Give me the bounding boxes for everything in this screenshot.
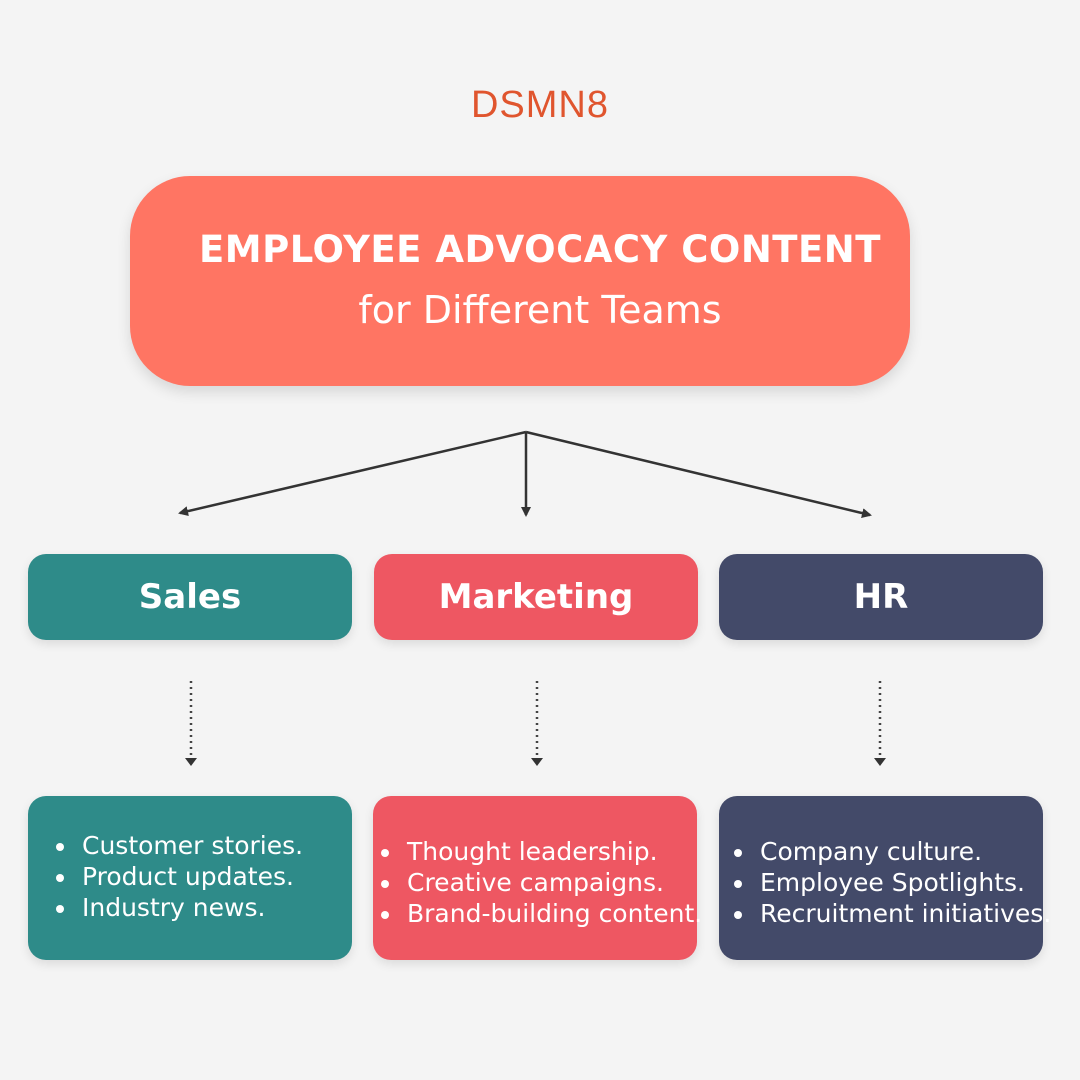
list-item: Creative campaigns. [377, 867, 702, 898]
team-hr-box: HR [719, 554, 1043, 640]
list-item: Recruitment initiatives. [730, 898, 1051, 929]
list-item: Customer stories. [52, 830, 303, 861]
arrow-to-hr [525, 430, 872, 518]
sales-content-list: Customer stories. Product updates. Indus… [52, 830, 303, 923]
hero-box [130, 176, 910, 386]
marketing-content-card: Thought leadership. Creative campaigns. … [373, 796, 702, 960]
branch-arrows [178, 430, 872, 518]
list-item: Product updates. [52, 861, 303, 892]
hr-content-list: Company culture. Employee Spotlights. Re… [730, 836, 1051, 929]
dotted-arrowheads [185, 758, 886, 766]
arrowhead-hr [874, 758, 886, 766]
list-item: Employee Spotlights. [730, 867, 1051, 898]
sales-content-card: Customer stories. Product updates. Indus… [28, 796, 352, 960]
hero-subtitle: for Different Teams [358, 288, 722, 332]
marketing-content-list: Thought leadership. Creative campaigns. … [377, 836, 702, 929]
hr-content-card: Company culture. Employee Spotlights. Re… [719, 796, 1051, 960]
hero-title: EMPLOYEE ADVOCACY CONTENT [198, 228, 882, 271]
team-marketing-label: Marketing [438, 577, 634, 617]
arrowhead-marketing [531, 758, 543, 766]
list-item: Thought leadership. [377, 836, 702, 867]
list-item: Company culture. [730, 836, 1051, 867]
list-item: Industry news. [52, 892, 303, 923]
team-sales-label: Sales [138, 577, 242, 617]
list-item: Brand-building content. [377, 898, 702, 929]
arrowhead-sales [185, 758, 197, 766]
brand-logo: DSMN8 [470, 84, 610, 126]
team-marketing-box: Marketing [374, 554, 698, 640]
team-hr-label: HR [853, 577, 909, 617]
team-sales-box: Sales [28, 554, 352, 640]
arrow-to-sales [178, 430, 527, 517]
dotted-arrows [189, 681, 882, 758]
